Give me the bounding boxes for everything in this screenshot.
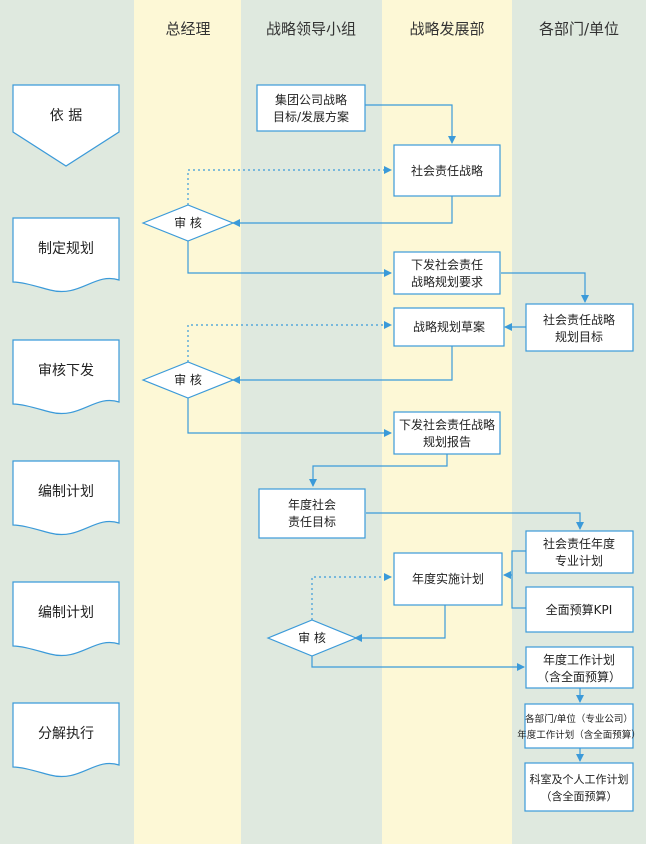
- stage-compile-plan-1-shape: [12, 460, 120, 536]
- connector-annual-target-to-pro-plan: [366, 512, 584, 530]
- stage-review-issue-shape: [12, 339, 120, 415]
- node-draft-label: 战略规划草案: [413, 319, 485, 334]
- node-review-3: [266, 619, 358, 657]
- node-issue-report-line1: 下发社会责任战略: [399, 417, 495, 432]
- node-dept-target: [525, 303, 634, 352]
- node-review-1-label: 审 核: [174, 215, 202, 230]
- lane-header-strategy-dept: 战略发展部: [409, 20, 484, 38]
- connector-review2-to-issue-report: [187, 398, 392, 437]
- stage-compile-plan-2-label: 编制计划: [38, 605, 94, 621]
- node-annual-target-line1: 年度社会: [288, 497, 336, 512]
- connector-issue-req-to-dept-target: [501, 272, 589, 303]
- node-section-plan-line1: 科室及个人工作计划: [530, 772, 629, 786]
- node-review-2: [141, 361, 235, 399]
- lane-header-general-manager: 总经理: [165, 20, 210, 38]
- node-csr-strategy: [393, 144, 501, 197]
- stage-decompose-execute-label: 分解执行: [38, 726, 94, 742]
- connector-impl-to-review3: [354, 605, 446, 642]
- node-issue-report-line2: 规划报告: [423, 434, 471, 449]
- strategy-group-lane-bg: [241, 0, 382, 844]
- node-review-1: [141, 204, 235, 242]
- departments-lane-bg: [512, 0, 646, 844]
- node-budget-kpi-label: 全面预算KPI: [546, 602, 613, 617]
- node-group-strategy-line1: 集团公司战略: [275, 92, 347, 107]
- node-review-2-label: 审 核: [174, 372, 202, 387]
- connector-review2-feedback: [187, 321, 392, 362]
- node-dept-annual-plan-line2: 年度工作计划（含全面预算）: [517, 729, 641, 741]
- node-annual-impl-plan: [393, 552, 503, 606]
- node-issue-report: [393, 411, 501, 455]
- node-annual-pro-plan-line2: 专业计划: [555, 553, 603, 568]
- stage-compile-plan-1-label: 编制计划: [38, 484, 94, 500]
- stage-basis-shape: [12, 84, 120, 167]
- node-group-strategy: [256, 84, 366, 132]
- node-annual-pro-plan-line1: 社会责任年度: [543, 536, 615, 551]
- node-annual-work-plan-line2: （含全面预算）: [537, 669, 621, 684]
- lane-header-departments: 各部门/单位: [539, 20, 619, 38]
- stage-compile-plan-2-shape: [12, 581, 120, 657]
- connector-review1-to-issue-req: [187, 241, 392, 277]
- connector-draft-to-review2: [232, 346, 453, 384]
- stage-basis-label: 依 据: [50, 108, 82, 124]
- connector-dept-plans-bracket: [511, 550, 526, 609]
- node-annual-impl-plan-label: 年度实施计划: [412, 571, 484, 586]
- connector-review3-to-work-plan: [311, 656, 525, 671]
- stage-decompose-execute-shape: [12, 702, 120, 778]
- node-annual-target-line2: 责任目标: [288, 515, 336, 529]
- connector-issue-report-to-annual-target: [309, 454, 448, 487]
- node-group-strategy-line2: 目标/发展方案: [273, 109, 349, 124]
- node-annual-pro-plan: [525, 530, 634, 574]
- node-csr-strategy-label: 社会责任战略: [411, 163, 483, 178]
- connector-review1-feedback: [187, 166, 392, 205]
- stage-review-issue-label: 审核下发: [38, 363, 94, 379]
- node-draft: [393, 307, 505, 347]
- node-section-plan: [524, 762, 634, 812]
- stage-make-plan-label: 制定规划: [38, 241, 94, 257]
- node-section-plan-line2: （含全面预算）: [541, 789, 618, 803]
- node-annual-work-plan: [525, 646, 634, 689]
- connector-group-to-csr: [365, 104, 456, 144]
- node-dept-target-line1: 社会责任战略: [543, 312, 615, 327]
- node-review-3-label: 审 核: [298, 630, 326, 645]
- node-budget-kpi: [525, 586, 634, 633]
- stage-make-plan-shape: [12, 217, 120, 293]
- node-dept-annual-plan-line1: 各部门/单位（专业公司）: [525, 713, 633, 725]
- lane-header-strategy-group: 战略领导小组: [266, 20, 356, 38]
- node-dept-target-line2: 规划目标: [555, 329, 603, 344]
- connector-csr-to-review1: [232, 196, 453, 227]
- node-issue-requirement-line2: 战略规划要求: [411, 274, 483, 289]
- node-annual-work-plan-line1: 年度工作计划: [543, 652, 615, 667]
- connector-review3-feedback: [311, 573, 392, 620]
- node-issue-requirement-line1: 下发社会责任: [411, 257, 483, 272]
- node-annual-target: [258, 488, 366, 539]
- node-issue-requirement: [393, 251, 501, 295]
- node-dept-annual-plan: [524, 703, 634, 749]
